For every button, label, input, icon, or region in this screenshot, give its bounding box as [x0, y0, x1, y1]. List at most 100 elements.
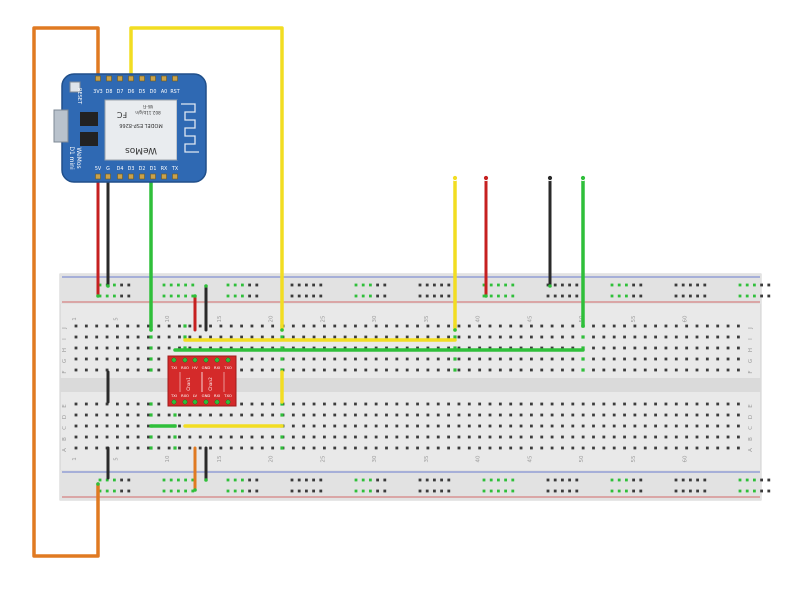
- breadboard-hole: [250, 346, 254, 350]
- rail-hole: [625, 478, 628, 482]
- breadboard-hole: [737, 435, 740, 439]
- breadboard-hole: [374, 446, 378, 450]
- breadboard-hole: [312, 424, 316, 428]
- breadboard-hole: [343, 446, 347, 450]
- breadboard-hole: [592, 435, 595, 439]
- breadboard-hole: [540, 368, 544, 372]
- breadboard-hole: [643, 324, 647, 328]
- rail-hole: [440, 478, 443, 482]
- rail-hole: [383, 478, 387, 482]
- breadboard-hole: [178, 424, 181, 428]
- breadboard-hole: [509, 368, 513, 372]
- rail-hole: [753, 283, 756, 287]
- breadboard-hole: [457, 413, 461, 417]
- breadboard-hole: [447, 335, 450, 339]
- breadboard-hole: [509, 335, 513, 339]
- breadboard-hole: [519, 424, 523, 428]
- breadboard-hole: [74, 424, 78, 428]
- connected-hole: [280, 413, 284, 417]
- breadboard-hole: [333, 435, 337, 439]
- rail-hole: [497, 489, 500, 493]
- breadboard-hole: [126, 435, 130, 439]
- breadboard-hole: [323, 413, 326, 417]
- shifter-pin-bottom: [225, 399, 231, 405]
- breadboard-hole: [737, 357, 740, 361]
- row-letter: J: [62, 327, 68, 330]
- connected-hole: [581, 357, 585, 361]
- rail-hole: [617, 478, 621, 482]
- breadboard-hole: [716, 435, 720, 439]
- rail-hole: [361, 283, 365, 287]
- rail-hole: [425, 294, 429, 298]
- breadboard-hole: [540, 424, 544, 428]
- wire-endpoint: [96, 482, 100, 486]
- board-pin-bottom: [172, 173, 178, 180]
- breadboard-hole: [726, 357, 730, 361]
- module-model: MODEL ESP-8266: [119, 122, 162, 128]
- breadboard-hole: [540, 335, 544, 339]
- breadboard-hole: [488, 335, 492, 339]
- breadboard-hole: [84, 324, 88, 328]
- breadboard-hole: [716, 346, 720, 350]
- breadboard-hole: [405, 424, 409, 428]
- rail-hole: [745, 283, 749, 287]
- breadboard-hole: [685, 424, 689, 428]
- rail-hole: [553, 478, 557, 482]
- breadboard-hole: [695, 413, 699, 417]
- rail-hole: [297, 294, 301, 298]
- breadboard-hole: [354, 357, 357, 361]
- breadboard-hole: [147, 446, 150, 450]
- breadboard-hole: [240, 346, 243, 350]
- breadboard-hole: [95, 335, 99, 339]
- rail-hole: [489, 489, 493, 493]
- breadboard-hole: [602, 446, 606, 450]
- breadboard-hole: [674, 435, 678, 439]
- breadboard-hole: [416, 324, 419, 328]
- breadboard-hole: [105, 357, 109, 361]
- breadboard-hole: [219, 324, 223, 328]
- breadboard-hole: [178, 413, 181, 417]
- breadboard-hole: [426, 435, 430, 439]
- breadboard-hole: [695, 368, 699, 372]
- rail-hole: [561, 478, 564, 482]
- breadboard-hole: [457, 446, 461, 450]
- breadboard-hole: [498, 346, 502, 350]
- breadboard-hole: [716, 413, 720, 417]
- breadboard-hole: [705, 435, 709, 439]
- breadboard-hole: [571, 357, 575, 361]
- breadboard-hole: [416, 424, 419, 428]
- breadboard-hole: [157, 446, 161, 450]
- rail-hole: [738, 478, 742, 482]
- rail-hole: [568, 478, 571, 482]
- breadboard-hole: [685, 446, 689, 450]
- rail-hole: [425, 489, 429, 493]
- breadboard-hole: [157, 402, 161, 406]
- breadboard-hole: [271, 435, 275, 439]
- breadboard-hole: [105, 402, 109, 406]
- breadboard-hole: [312, 346, 316, 350]
- breadboard-hole: [426, 446, 430, 450]
- rail-hole: [98, 283, 102, 287]
- row-letter: D: [748, 415, 754, 419]
- breadboard-hole: [737, 335, 740, 339]
- breadboard-hole: [540, 402, 544, 406]
- breadboard-hole: [209, 446, 212, 450]
- breadboard-hole: [685, 435, 689, 439]
- rail-hole: [305, 294, 308, 298]
- rail-hole: [625, 489, 628, 493]
- breadboard-hole: [405, 402, 409, 406]
- connected-hole: [280, 435, 284, 439]
- breadboard-hole: [260, 368, 264, 372]
- rail-hole: [226, 478, 230, 482]
- connected-hole: [183, 324, 187, 328]
- breadboard-hole: [157, 435, 161, 439]
- breadboard-hole: [623, 346, 626, 350]
- breadboard-hole: [664, 346, 668, 350]
- breadboard-hole: [240, 413, 243, 417]
- breadboard-hole: [333, 368, 337, 372]
- rail-hole: [184, 294, 187, 298]
- breadboard-hole: [623, 446, 626, 450]
- rail-hole: [767, 489, 771, 493]
- breadboard-hole: [178, 324, 181, 328]
